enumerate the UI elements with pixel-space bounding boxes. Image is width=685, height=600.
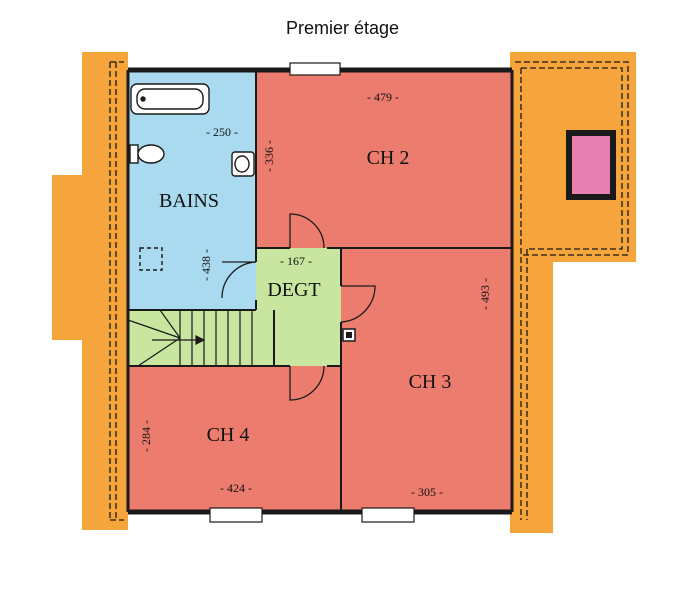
plan-title: Premier étage: [285, 18, 400, 38]
duct-inner: [346, 332, 352, 338]
shower-icon: [139, 247, 163, 271]
right-roof: [510, 52, 636, 533]
label-ch2: CH 2: [367, 147, 410, 169]
label-ch3: CH 3: [409, 371, 452, 393]
interior-walls: [128, 72, 512, 510]
doors: [221, 213, 376, 401]
label-degt: DEGT: [267, 279, 320, 301]
bath-fixtures: [129, 83, 255, 271]
windows: [209, 62, 415, 523]
left-roof: [52, 52, 128, 530]
stair-winder: [127, 319, 181, 339]
dim-ch4-width: - 424 -: [220, 481, 252, 495]
dim-degt-width: - 167 -: [280, 254, 312, 268]
dim-ch3-width: - 305 -: [411, 485, 443, 499]
bathtub-inner: [136, 88, 204, 110]
window-top: [289, 62, 341, 76]
dim-ch3-depth: - 493 -: [478, 278, 492, 310]
dim-ch4-depth: - 284 -: [139, 420, 153, 452]
label-ch4: CH 4: [207, 424, 250, 446]
dim-ch2-width: - 479 -: [367, 90, 399, 104]
window-bottom-left: [209, 507, 263, 523]
stair-arrow-head: [195, 335, 206, 345]
room-ch4: [128, 366, 341, 510]
bathtub-drain: [140, 96, 146, 102]
dim-bath-width: - 250 -: [206, 125, 238, 139]
stair-winder: [159, 309, 181, 339]
door-ch3: [340, 285, 376, 323]
room-ch2: [256, 72, 512, 248]
room-ch3: [341, 248, 512, 510]
sink-basin: [234, 155, 250, 173]
staircase: [127, 309, 253, 367]
door-ch4: [289, 365, 325, 401]
roof-areas: [52, 52, 636, 533]
stair-winder: [137, 337, 181, 367]
roof-window-glass: [572, 136, 610, 194]
dim-ch2-depth: - 336 -: [262, 140, 276, 172]
room-degt: [256, 248, 341, 366]
toilet-tank: [129, 144, 139, 164]
label-bath: BAINS: [159, 190, 219, 212]
right-dash-1: [515, 61, 629, 256]
toilet-icon: [137, 144, 165, 164]
roof-dashes: [109, 61, 629, 521]
window-bottom-right: [361, 507, 415, 523]
dim-bath-depth: - 438 -: [199, 249, 213, 281]
door-bath: [221, 261, 257, 299]
right-dash-2: [521, 67, 623, 250]
door-ch2: [289, 213, 325, 249]
